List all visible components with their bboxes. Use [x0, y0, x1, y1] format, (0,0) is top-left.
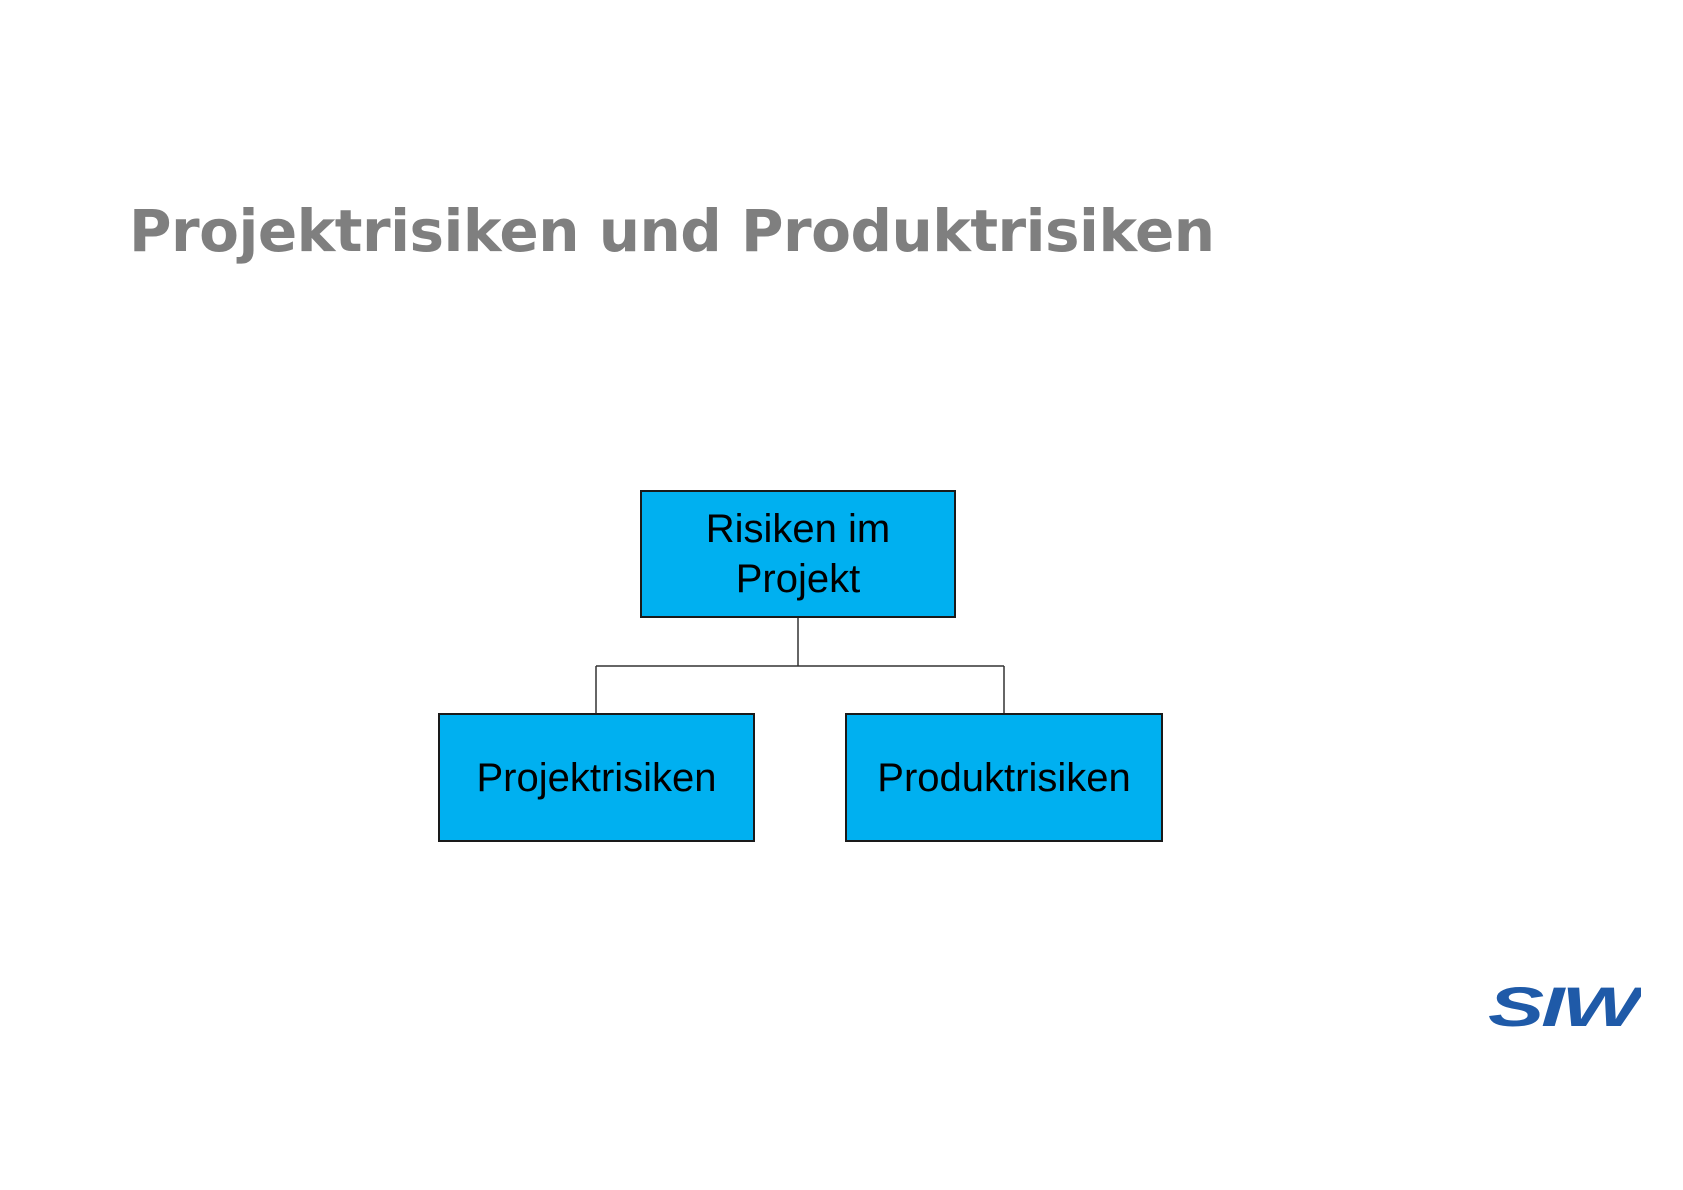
siw-logo: SIW [1488, 980, 1641, 1034]
node-projektrisiken: Projektrisiken [438, 713, 755, 842]
node-risiken-im-projekt: Risiken im Projekt [640, 490, 956, 618]
siw-logo-text: SIW [1488, 980, 1641, 1034]
node-produktrisiken-label: Produktrisiken [877, 755, 1131, 800]
node-projektrisiken-label: Projektrisiken [476, 755, 717, 800]
slide-title: Projektrisiken und Produktrisiken [129, 197, 1215, 265]
node-root-label: Risiken im Projekt [705, 507, 891, 601]
node-produktrisiken: Produktrisiken [845, 713, 1163, 842]
